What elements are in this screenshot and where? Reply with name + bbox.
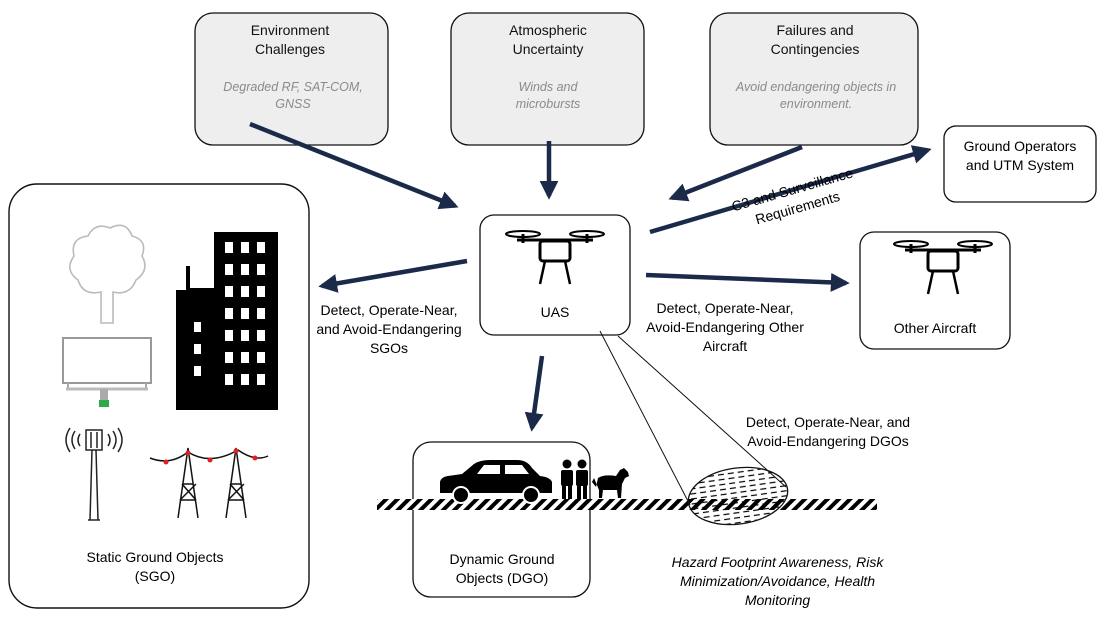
other-aircraft-box: [859, 231, 1011, 350]
uas-box: [479, 214, 631, 336]
challenge-detail: Winds and microbursts: [515, 80, 581, 111]
challenge-title: Failures and Contingencies: [770, 22, 860, 57]
arrows: [249, 121, 932, 432]
building-icon: [176, 232, 278, 410]
drone-icon: [893, 240, 993, 295]
ground-operators-label: Ground Operators and UTM System: [963, 138, 1077, 173]
people-icon: [561, 459, 588, 499]
sgo-label: Static Ground Objects (SGO): [86, 549, 224, 584]
failures-contingencies-box: [709, 12, 919, 146]
environment-challenges-box: [194, 12, 389, 146]
ground-line: [377, 499, 877, 510]
challenge-detail: Avoid endangering objects in environment…: [735, 80, 897, 111]
uas-label: UAS: [540, 304, 570, 320]
tree-icon: [69, 224, 146, 324]
ground-operators-box: [943, 125, 1097, 203]
arrow-env-to-uas: [249, 121, 459, 210]
other-aircraft-label: Other Aircraft: [893, 320, 977, 336]
arrow-uas-to-ground-ops: [649, 145, 932, 235]
dog-icon: [592, 468, 629, 498]
hazard-cone: [599, 330, 787, 506]
dgo-label: Dynamic Ground Objects (DGO): [449, 551, 555, 586]
arrow-uas-to-dgo: [524, 355, 545, 432]
other-aircraft-edge-label: Detect, Operate-Near, Avoid-Endangering …: [646, 300, 804, 354]
arrow-uas-to-sgo: [318, 258, 468, 293]
hazard-footprint-label: Hazard Footprint Awareness, Risk Minimiz…: [671, 554, 884, 608]
sgo-edge-label: Detect, Operate-Near, and Avoid-Endanger…: [316, 302, 462, 356]
cell-tower-icon: [65, 427, 123, 521]
challenge-title: Atmospheric Uncertainty: [509, 22, 587, 57]
dgo-edge-label: Detect, Operate-Near, and Avoid-Endanger…: [745, 414, 911, 449]
arrow-failures-to-uas: [668, 144, 803, 202]
challenge-title: Environment Challenges: [250, 22, 330, 57]
car-icon: [440, 460, 552, 504]
challenge-detail: Degraded RF, SAT-COM, GNSS: [223, 80, 363, 111]
power-line-insulators: [163, 448, 258, 465]
billboard-icon: [62, 337, 152, 407]
arrow-uas-to-other-aircraft: [645, 272, 850, 292]
hazard-ellipse-icon: [687, 466, 789, 526]
drone-icon: [505, 230, 605, 285]
